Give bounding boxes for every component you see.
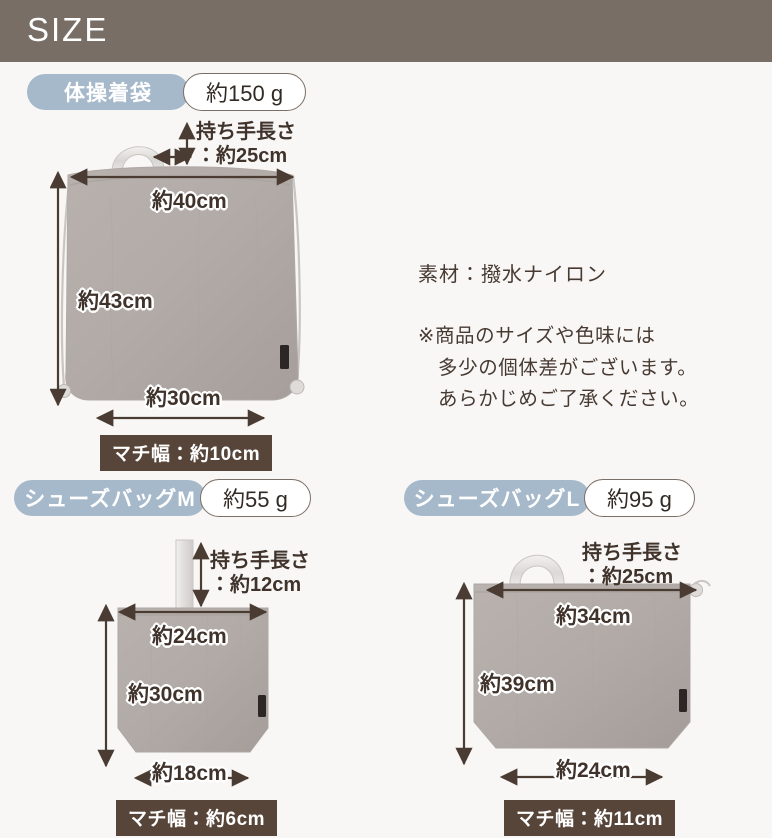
product-name-badge: 体操着袋 (27, 74, 189, 110)
gym-bag-handle-label-line1: 持ち手長さ (196, 121, 296, 143)
size-header: SIZE (0, 0, 772, 62)
product-name-badge: シューズバッグL (404, 480, 590, 516)
product-label-shoes-bag-l: シューズバッグL 約95 g (404, 479, 695, 517)
material-text: 素材：撥水ナイロン (418, 264, 607, 286)
shoes-bag-m-handle-label-line2: ：約12cm (210, 573, 302, 596)
product-weight-badge: 約150 g (183, 73, 307, 111)
caution-line-3: あらかじめご了承ください。 (438, 388, 700, 411)
caution-text: ※商品のサイズや色味には 多少の個体差がございます。 あらかじめご了承ください。 (418, 321, 699, 416)
shoes-bag-m-handle-label-line1: 持ち手長さ (210, 550, 310, 572)
shoes-bag-l-handle-label-line1: 持ち手長さ (582, 542, 682, 564)
gym-bag-top-width: 約40cm (152, 190, 227, 213)
product-label-shoes-bag-m: シューズバッグM 約55 g (14, 479, 311, 517)
gym-bag-bottom-width: 約30cm (146, 387, 221, 410)
shoes-bag-m-top-width: 約24cm (152, 625, 227, 648)
shoes-bag-m-drawing (117, 539, 269, 753)
shoes-bag-l-height: 約39cm (480, 673, 555, 696)
shoes-bag-l-handle-label: 持ち手長さ ：約25cm (582, 542, 682, 589)
shoes-bag-l-gusset-badge: マチ幅：約11cm (504, 800, 676, 836)
gym-bag-handle-arrow (178, 121, 196, 166)
gym-bag-height: 約43cm (78, 290, 153, 313)
product-weight-badge: 約55 g (200, 479, 311, 517)
product-weight-badge: 約95 g (584, 479, 695, 517)
caution-line-1: ※商品のサイズや色味には (418, 325, 656, 347)
product-notes: 素材：撥水ナイロン ※商品のサイズや色味には 多少の個体差がございます。 あらか… (418, 258, 699, 416)
shoes-bag-l-handle-label-line2: ：約25cm (582, 565, 674, 588)
gym-bag-illustration (50, 115, 330, 430)
shoes-bag-m-gusset-badge: マチ幅：約6cm (116, 800, 278, 836)
page-title: SIZE (27, 11, 109, 48)
gym-bag-gusset-badge: マチ幅：約10cm (100, 435, 273, 471)
gym-bag-handle-label-line2: ：約25cm (196, 144, 288, 167)
gym-bag-handle-label: 持ち手長さ ：約25cm (196, 121, 296, 168)
shoes-bag-m-handle-label: 持ち手長さ ：約12cm (210, 550, 310, 597)
shoes-bag-m-height: 約30cm (128, 683, 203, 706)
shoes-bag-l-bottom-width: 約24cm (556, 759, 631, 782)
shoes-bag-m-dimension-arrows (97, 541, 268, 787)
shoes-bag-l-dimension-arrows (455, 581, 698, 786)
shoes-bag-l-top-width: 約34cm (556, 605, 631, 628)
product-name-badge: シューズバッグM (14, 480, 206, 516)
shoes-bag-m-bottom-width: 約18cm (152, 762, 227, 785)
product-label-gym-bag: 体操着袋 約150 g (27, 73, 307, 111)
shoes-bag-m-illustration (108, 538, 278, 778)
caution-line-2: 多少の個体差がございます。 (438, 356, 698, 379)
gym-bag-drawing (57, 146, 305, 401)
